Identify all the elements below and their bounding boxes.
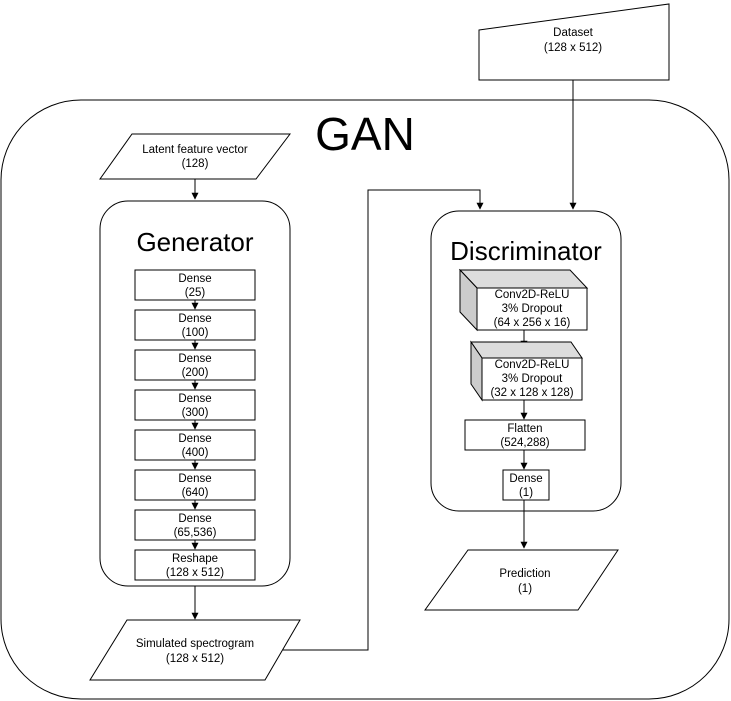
conv-block-2: Conv2D-ReLU 3% Dropout (32 x 128 x 128) bbox=[470, 340, 583, 402]
latent-label: Latent feature vector bbox=[142, 144, 248, 156]
connector-simulated-to-discriminator bbox=[283, 189, 484, 651]
layer-size: (200) bbox=[182, 367, 209, 379]
prediction-node: Prediction (1) bbox=[424, 549, 619, 611]
dense-size: (1) bbox=[519, 487, 533, 499]
latent-shape: (128) bbox=[182, 158, 209, 170]
flatten-label: Flatten bbox=[507, 423, 542, 435]
gan-title: GAN bbox=[315, 108, 415, 160]
simulated-shape: (128 x 512) bbox=[166, 653, 224, 665]
flatten-layer: Flatten (524,288) bbox=[464, 419, 586, 451]
layer-size: (25) bbox=[185, 287, 206, 299]
layer-name: Dense bbox=[178, 353, 211, 365]
generator-layer: Dense (400) bbox=[134, 429, 256, 461]
dataset-node: Dataset (128 x 512) bbox=[478, 3, 670, 81]
generator-layer: Dense (65,536) bbox=[134, 509, 256, 541]
dataset-shape: (128 x 512) bbox=[544, 42, 602, 54]
layer-size: (640) bbox=[182, 487, 209, 499]
discriminator-title: Discriminator bbox=[450, 236, 602, 266]
layer-name: Dense bbox=[178, 273, 211, 285]
layer-name: Dense bbox=[178, 433, 211, 445]
conv1-type: Conv2D-ReLU bbox=[495, 289, 570, 301]
generator-layer: Dense (200) bbox=[134, 349, 256, 381]
generator-layer: Reshape (128 x 512) bbox=[134, 549, 256, 581]
generator-layer: Dense (300) bbox=[134, 389, 256, 421]
conv-block-1: Conv2D-ReLU 3% Dropout (64 x 256 x 16) bbox=[458, 268, 589, 332]
conv1-dropout: 3% Dropout bbox=[502, 303, 564, 315]
discriminator-dense-layer: Dense (1) bbox=[502, 469, 550, 501]
simulated-label: Simulated spectrogram bbox=[136, 638, 254, 650]
generator-layer: Dense (25) bbox=[134, 269, 256, 301]
conv1-shape: (64 x 256 x 16) bbox=[494, 317, 571, 329]
layer-name: Reshape bbox=[172, 553, 218, 565]
simulated-spectrogram-node: Simulated spectrogram (128 x 512) bbox=[89, 619, 301, 681]
prediction-value: (1) bbox=[518, 583, 532, 595]
layer-name: Dense bbox=[178, 393, 211, 405]
layer-size: (400) bbox=[182, 447, 209, 459]
latent-vector-node: Latent feature vector (128) bbox=[99, 133, 292, 180]
flatten-size: (524,288) bbox=[500, 437, 549, 449]
layer-name: Dense bbox=[178, 313, 211, 325]
conv2-type: Conv2D-ReLU bbox=[495, 359, 570, 371]
layer-size: (100) bbox=[182, 327, 209, 339]
generator-layer: Dense (100) bbox=[134, 309, 256, 341]
layer-size: (128 x 512) bbox=[166, 567, 224, 579]
layer-name: Dense bbox=[178, 513, 211, 525]
layer-name: Dense bbox=[178, 473, 211, 485]
conv2-shape: (32 x 128 x 128) bbox=[490, 387, 573, 399]
conv2-dropout: 3% Dropout bbox=[502, 373, 564, 385]
dense-label: Dense bbox=[509, 473, 542, 485]
layer-size: (300) bbox=[182, 407, 209, 419]
prediction-label: Prediction bbox=[499, 568, 550, 580]
generator-layer: Dense (640) bbox=[134, 469, 256, 501]
layer-size: (65,536) bbox=[174, 527, 217, 539]
dataset-label: Dataset bbox=[553, 27, 593, 39]
generator-title: Generator bbox=[136, 227, 253, 257]
